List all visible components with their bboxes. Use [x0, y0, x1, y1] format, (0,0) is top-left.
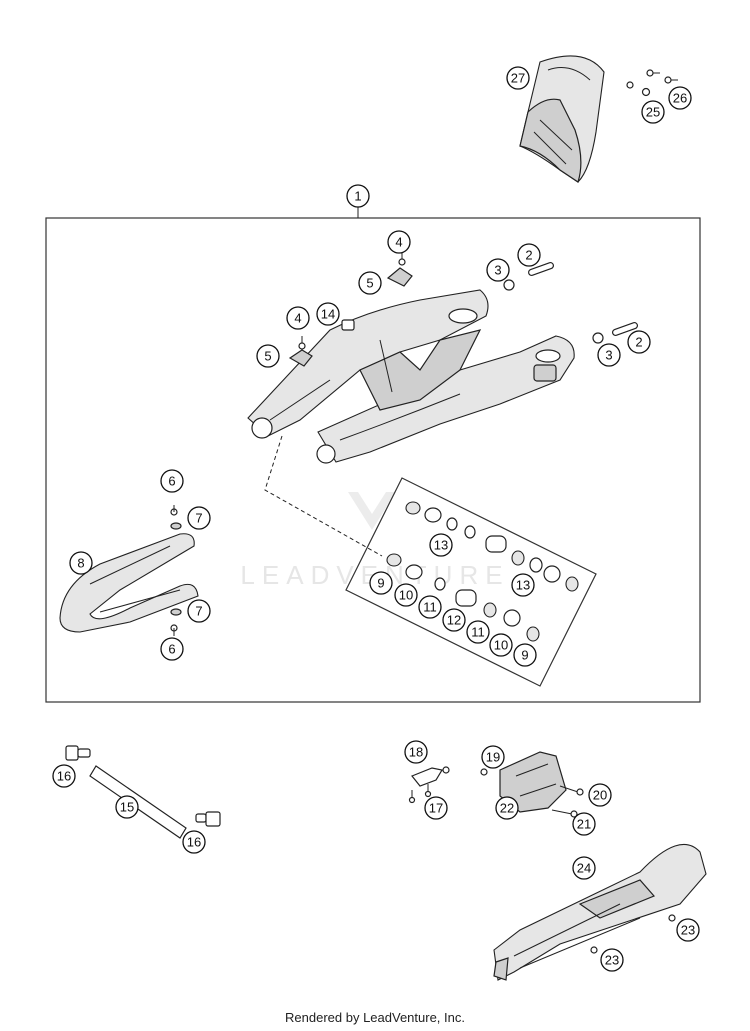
- callout-10: 10: [394, 583, 418, 607]
- svg-text:5: 5: [366, 276, 373, 291]
- swingarm-part: [247, 289, 575, 464]
- svg-text:21: 21: [577, 817, 591, 832]
- callout-14: 14: [316, 302, 340, 326]
- callout-16: 16: [182, 830, 206, 854]
- callout-13: 13: [511, 573, 535, 597]
- assembly-frame: [45, 217, 701, 703]
- svg-text:16: 16: [57, 769, 71, 784]
- callout-16: 16: [52, 764, 76, 788]
- callout-21: 21: [572, 812, 596, 836]
- svg-text:4: 4: [395, 235, 402, 250]
- swingarm-axle-part: [65, 745, 221, 839]
- svg-text:4: 4: [294, 311, 301, 326]
- chain-slider-part: [59, 505, 199, 636]
- svg-text:6: 6: [168, 474, 175, 489]
- svg-text:5: 5: [264, 349, 271, 364]
- callout-4: 4: [387, 230, 411, 254]
- callout-10: 10: [489, 633, 513, 657]
- callout-7: 7: [187, 599, 211, 623]
- svg-text:3: 3: [494, 263, 501, 278]
- svg-text:16: 16: [187, 835, 201, 850]
- callout-26: 26: [668, 86, 692, 110]
- callout-19: 19: [481, 745, 505, 769]
- callout-9: 9: [369, 571, 393, 595]
- svg-text:26: 26: [673, 91, 687, 106]
- callout-4: 4: [286, 306, 310, 330]
- svg-text:2: 2: [525, 248, 532, 263]
- svg-text:7: 7: [195, 604, 202, 619]
- callout-6: 6: [160, 637, 184, 661]
- windshield-part: [519, 55, 605, 183]
- svg-text:23: 23: [605, 953, 619, 968]
- callout-24: 24: [572, 856, 596, 880]
- svg-text:25: 25: [646, 105, 660, 120]
- callout-2: 2: [627, 330, 651, 354]
- callout-3: 3: [486, 258, 510, 282]
- callout-17: 17: [424, 796, 448, 820]
- svg-text:9: 9: [521, 648, 528, 663]
- svg-text:11: 11: [471, 625, 485, 640]
- callout-15: 15: [115, 795, 139, 819]
- svg-text:7: 7: [195, 511, 202, 526]
- callout-9: 9: [513, 643, 537, 667]
- svg-text:12: 12: [447, 613, 461, 628]
- svg-text:10: 10: [399, 588, 413, 603]
- svg-text:24: 24: [577, 861, 591, 876]
- svg-text:20: 20: [593, 788, 607, 803]
- callout-5: 5: [256, 344, 280, 368]
- svg-text:2: 2: [635, 335, 642, 350]
- callout-20: 20: [588, 783, 612, 807]
- callout-27: 27: [506, 66, 530, 90]
- callout-13: 13: [429, 533, 453, 557]
- callout-3: 3: [597, 343, 621, 367]
- pivot-leader: [264, 435, 383, 557]
- svg-text:1: 1: [354, 189, 361, 204]
- callout-1: 1: [346, 184, 370, 208]
- svg-text:6: 6: [168, 642, 175, 657]
- callout-8: 8: [69, 551, 93, 575]
- bracket-part: [408, 766, 450, 804]
- chain-guard-part: [493, 843, 707, 981]
- windshield-screws: [626, 69, 678, 97]
- callout-11: 11: [418, 595, 442, 619]
- svg-text:18: 18: [409, 745, 423, 760]
- callout-12: 12: [442, 608, 466, 632]
- upper-small-parts: [288, 252, 638, 367]
- svg-text:19: 19: [486, 750, 500, 765]
- callout-25: 25: [641, 100, 665, 124]
- svg-text:10: 10: [494, 638, 508, 653]
- watermark-logo-mark: [348, 492, 396, 530]
- chain-guide-part: [480, 751, 584, 818]
- svg-text:9: 9: [377, 576, 384, 591]
- svg-text:15: 15: [120, 800, 134, 815]
- svg-text:13: 13: [434, 538, 448, 553]
- callout-7: 7: [187, 506, 211, 530]
- callout-23: 23: [600, 948, 624, 972]
- svg-text:22: 22: [500, 801, 514, 816]
- svg-text:27: 27: [511, 71, 525, 86]
- callout-23: 23: [676, 918, 700, 942]
- callout-6: 6: [160, 469, 184, 493]
- bearing-kit-frame: [345, 477, 597, 687]
- svg-text:3: 3: [605, 348, 612, 363]
- svg-text:13: 13: [516, 578, 530, 593]
- svg-text:17: 17: [429, 801, 443, 816]
- bearing-kit-parts: [386, 501, 579, 642]
- callout-5: 5: [358, 271, 382, 295]
- footer-credit: Rendered by LeadVenture, Inc.: [285, 1010, 465, 1025]
- svg-text:11: 11: [423, 600, 437, 615]
- callout-2: 2: [517, 243, 541, 267]
- svg-text:8: 8: [77, 556, 84, 571]
- svg-text:14: 14: [321, 307, 335, 322]
- svg-text:23: 23: [681, 923, 695, 938]
- callout-11: 11: [466, 620, 490, 644]
- callout-18: 18: [404, 740, 428, 764]
- callout-22: 22: [495, 796, 519, 820]
